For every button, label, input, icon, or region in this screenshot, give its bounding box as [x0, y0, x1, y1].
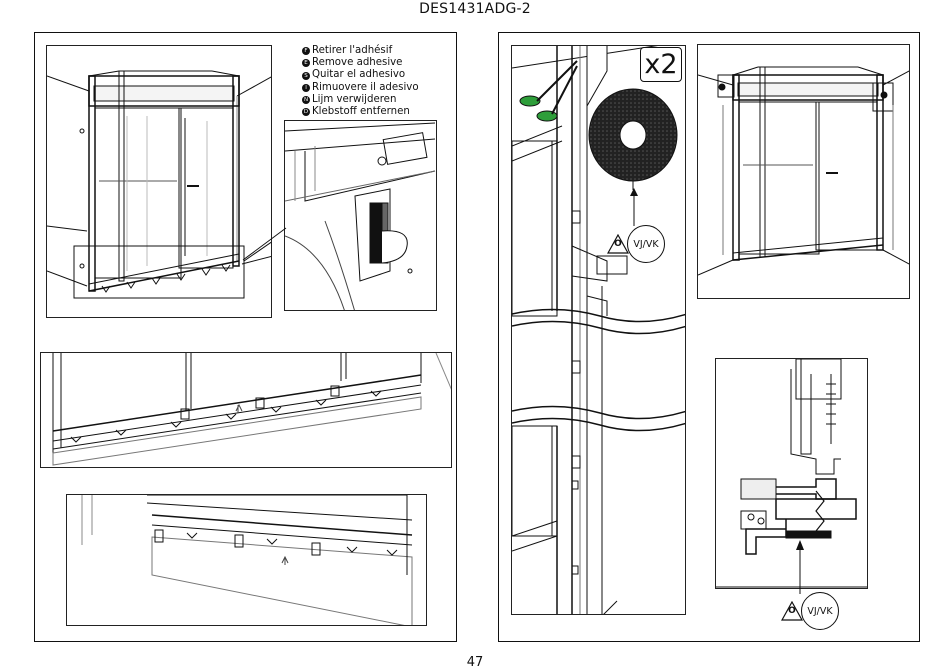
arrow-icon: [796, 540, 804, 594]
base-profile-step-2-illustration: [66, 494, 427, 626]
arrow-icon: [630, 188, 638, 226]
zoom-connector-line: [242, 227, 287, 261]
language-bullet-icon: S: [302, 71, 310, 80]
triangle-label: O: [614, 239, 622, 249]
part-code-circle: VJ/VK: [627, 225, 665, 263]
instruction-text: Quitar el adhesivo: [312, 69, 406, 81]
language-bullet-icon: D: [302, 108, 310, 117]
triangle-label: O: [788, 606, 796, 616]
page-number: 47: [466, 655, 484, 670]
adhesive-detail-illustration: [284, 120, 437, 311]
language-bullet-icon: F: [302, 47, 310, 56]
part-code-badge: O VJ/VK: [607, 225, 665, 263]
base-profile-step-1-illustration: [40, 352, 452, 468]
warning-triangle-icon: O: [781, 601, 803, 621]
language-bullet-icon: N: [302, 95, 310, 104]
quantity-badge: x2: [640, 47, 682, 82]
cross-section-detail-illustration: [715, 358, 868, 589]
document-title: DES1431ADG-2: [419, 1, 531, 17]
instruction-text: Rimuovere il adesivo: [312, 81, 419, 93]
part-code-badge: O VJ/VK: [781, 592, 839, 630]
language-bullet-icon: E: [302, 59, 310, 68]
instruction-text: Klebstoff entfernen: [312, 106, 410, 118]
warning-triangle-icon: O: [607, 234, 629, 254]
part-code-circle: VJ/VK: [801, 592, 839, 630]
instruction-text: Remove adhesive: [312, 57, 403, 69]
cabin-overview-illustration: [46, 45, 272, 318]
instruction-text: Lijm verwijderen: [312, 93, 397, 105]
scissors-icon: [519, 60, 578, 122]
cabin-corners-illustration: [697, 44, 910, 299]
instruction-text: Retirer l'adhésif: [312, 45, 393, 56]
adhesive-tape-roll-icon: [588, 88, 678, 190]
language-bullet-icon: I: [302, 83, 310, 92]
